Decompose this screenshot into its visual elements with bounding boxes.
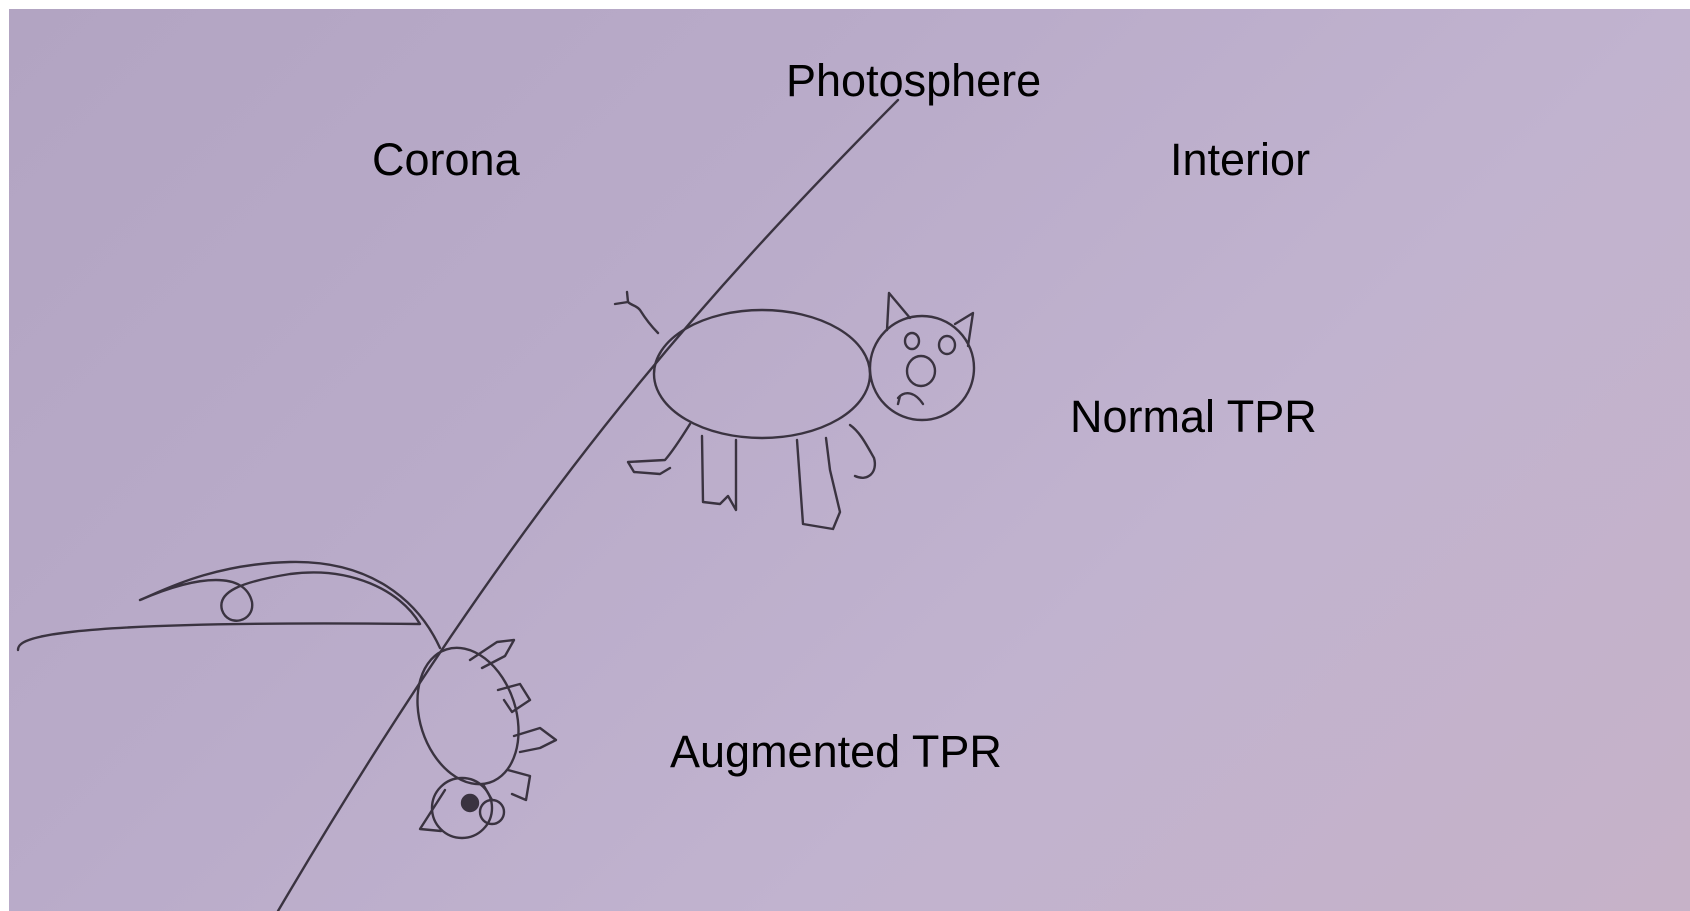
normal-pig-leg-2 bbox=[702, 436, 736, 510]
normal-pig-body bbox=[654, 310, 870, 438]
augmented-pig-leg-3 bbox=[514, 728, 556, 752]
normal-pig-mouth bbox=[898, 393, 923, 404]
augmented-pig-tail bbox=[18, 562, 440, 650]
augmented-pig-ear-left bbox=[420, 790, 445, 831]
photosphere-curve bbox=[278, 100, 898, 911]
augmented-pig-leg-2 bbox=[498, 684, 530, 712]
interior-label: Interior bbox=[1170, 137, 1310, 182]
augmented-pig-ear-right bbox=[484, 786, 492, 800]
normal-pig-eye-left bbox=[905, 333, 919, 349]
normal-pig-leg-4 bbox=[850, 425, 875, 478]
corona-label: Corona bbox=[372, 137, 520, 182]
augmented-pig-eye bbox=[462, 795, 478, 811]
augmented-pig-head bbox=[432, 778, 492, 838]
normal-pig-leg-3 bbox=[797, 438, 840, 529]
photosphere-label: Photosphere bbox=[786, 58, 1041, 103]
augmented-tpr-label: Augmented TPR bbox=[670, 729, 1002, 774]
normal-pig bbox=[615, 292, 974, 529]
normal-pig-eye-right bbox=[939, 336, 955, 354]
normal-pig-tail bbox=[615, 292, 658, 333]
normal-pig-ear-left bbox=[887, 293, 910, 330]
normal-pig-leg-1 bbox=[628, 424, 690, 474]
augmented-pig-leg-4 bbox=[508, 770, 530, 800]
augmented-pig bbox=[18, 562, 556, 838]
normal-tpr-label: Normal TPR bbox=[1070, 394, 1317, 439]
normal-pig-snout bbox=[907, 356, 935, 386]
